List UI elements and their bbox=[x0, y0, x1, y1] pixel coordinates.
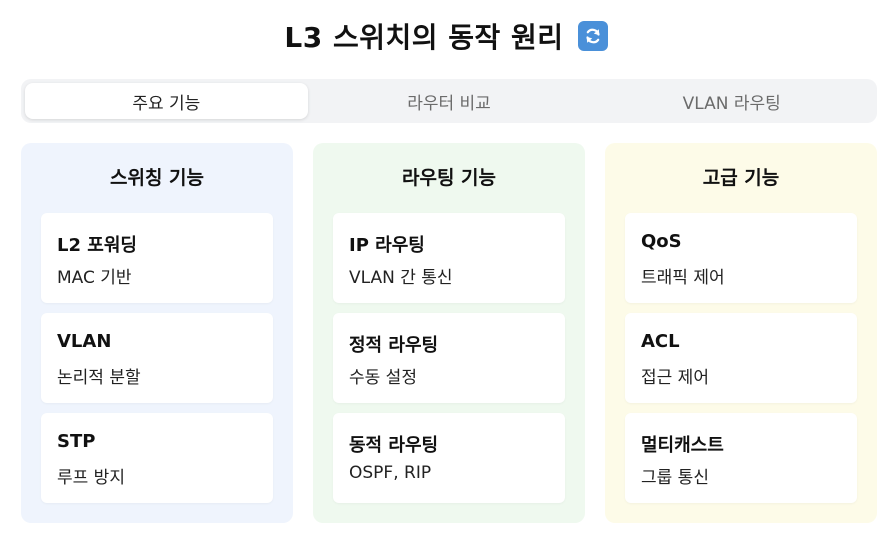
refresh-icon bbox=[585, 28, 600, 44]
card-description: 논리적 분할 bbox=[57, 368, 141, 388]
column-advanced: 고급 기능 QoS 트래픽 제어 ACL 접근 제어 멀티캐스트 그룹 통신 bbox=[605, 143, 877, 523]
feature-card: VLAN 논리적 분할 bbox=[41, 313, 273, 403]
card-title: L2 포워딩 bbox=[57, 235, 137, 256]
column-routing: 라우팅 기능 IP 라우팅 VLAN 간 통신 정적 라우팅 수동 설정 동적 … bbox=[313, 143, 585, 523]
card-description: MAC 기반 bbox=[57, 268, 132, 288]
feature-card: IP 라우팅 VLAN 간 통신 bbox=[333, 213, 565, 303]
column-title: 라우팅 기능 bbox=[401, 167, 496, 189]
card-description: 접근 제어 bbox=[641, 368, 709, 388]
card-title: STP bbox=[57, 431, 96, 452]
header: L3 스위치의 동작 원리 bbox=[0, 14, 892, 58]
card-title: VLAN bbox=[57, 331, 112, 352]
card-title: 동적 라우팅 bbox=[349, 435, 439, 456]
tab-vlan-routing[interactable]: VLAN 라우팅 bbox=[682, 93, 781, 114]
refresh-button[interactable] bbox=[577, 21, 608, 51]
card-title: QoS bbox=[641, 231, 682, 252]
column-switching: 스위칭 기능 L2 포워딩 MAC 기반 VLAN 논리적 분할 STP 루프 … bbox=[21, 143, 293, 523]
card-title: 정적 라우팅 bbox=[349, 335, 439, 356]
tab-bar: 주요 기능 라우터 비교 VLAN 라우팅 bbox=[21, 79, 877, 123]
card-description: 루프 방지 bbox=[57, 468, 125, 488]
card-title: 멀티캐스트 bbox=[641, 435, 724, 456]
card-title: ACL bbox=[641, 331, 680, 352]
feature-card: 동적 라우팅 OSPF, RIP bbox=[333, 413, 565, 503]
feature-card: 멀티캐스트 그룹 통신 bbox=[625, 413, 857, 503]
card-title: IP 라우팅 bbox=[349, 235, 425, 256]
card-description: 그룹 통신 bbox=[641, 468, 709, 488]
feature-card: L2 포워딩 MAC 기반 bbox=[41, 213, 273, 303]
page-title: L3 스위치의 동작 원리 bbox=[284, 21, 564, 54]
feature-card: ACL 접근 제어 bbox=[625, 313, 857, 403]
column-title: 스위칭 기능 bbox=[109, 167, 204, 189]
tab-router-comparison[interactable]: 라우터 비교 bbox=[407, 93, 491, 114]
tab-main-functions[interactable]: 주요 기능 bbox=[25, 83, 308, 119]
feature-card: QoS 트래픽 제어 bbox=[625, 213, 857, 303]
card-description: OSPF, RIP bbox=[349, 463, 432, 483]
feature-card: 정적 라우팅 수동 설정 bbox=[333, 313, 565, 403]
card-description: VLAN 간 통신 bbox=[349, 268, 453, 288]
card-description: 트래픽 제어 bbox=[641, 268, 725, 288]
feature-card: STP 루프 방지 bbox=[41, 413, 273, 503]
card-description: 수동 설정 bbox=[349, 368, 417, 388]
column-title: 고급 기능 bbox=[702, 167, 780, 189]
